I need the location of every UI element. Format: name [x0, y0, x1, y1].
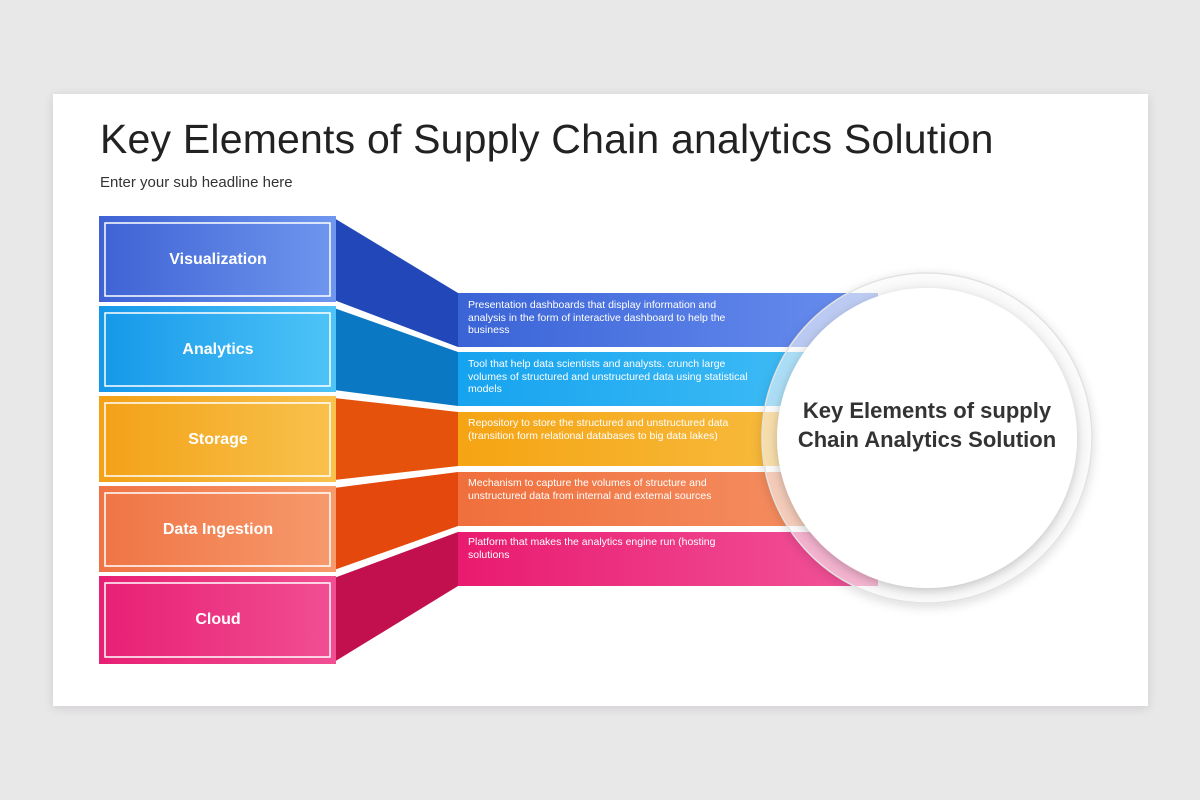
block-storage-frame: [104, 402, 331, 477]
desc-analytics: Tool that help data scientists and analy…: [468, 358, 748, 395]
connector-cloud: [334, 532, 458, 662]
desc-visualization: Presentation dashboards that display inf…: [468, 299, 726, 336]
block-storage: [99, 396, 336, 482]
block-visualization: [99, 216, 336, 302]
desc-data-ingestion: Mechanism to capture the volumes of stru…: [468, 477, 712, 502]
block-data-ingestion-frame: [104, 492, 331, 567]
label-cloud: Cloud: [195, 611, 241, 628]
desc-cloud: Platform that makes the analytics engine…: [468, 536, 716, 561]
page-subtitle: Enter your sub headline here: [100, 174, 293, 191]
block-visualization-frame: [104, 222, 331, 297]
page-title: Key Elements of Supply Chain analytics S…: [100, 116, 994, 162]
center-title: Key Elements of supply Chain Analytics S…: [797, 398, 1057, 452]
label-data-ingestion: Data Ingestion: [162, 521, 274, 538]
block-cloud: [99, 576, 336, 664]
center-circle: [777, 288, 1077, 588]
label-analytics: Analytics: [182, 341, 254, 358]
label-visualization: Visualization: [169, 251, 267, 268]
connector-storage: [334, 398, 458, 480]
desc-storage: Repository to store the structured and u…: [468, 417, 729, 442]
block-cloud-frame: [104, 582, 331, 658]
block-analytics-frame: [104, 312, 331, 387]
label-storage: Storage: [188, 431, 248, 448]
block-analytics: [99, 306, 336, 392]
block-data-ingestion: [99, 486, 336, 572]
connector-data-ingestion: [334, 472, 458, 570]
connector-visualization: [334, 218, 458, 347]
connector-analytics: [334, 308, 458, 406]
